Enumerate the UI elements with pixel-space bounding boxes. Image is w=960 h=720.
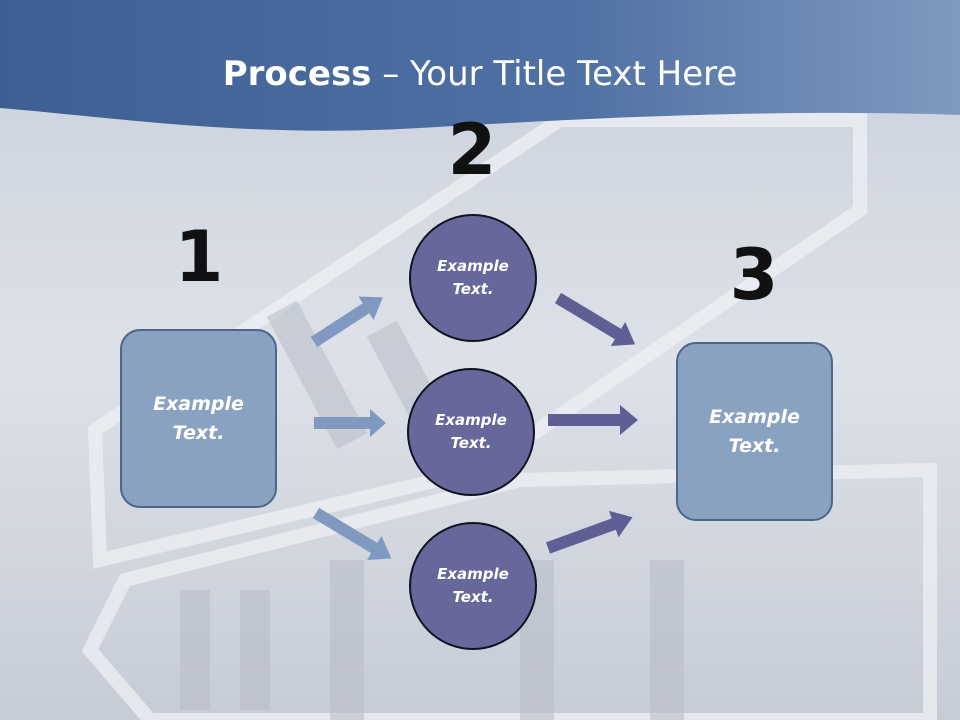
step-3-text: Example Text.: [709, 405, 800, 457]
step-number-3: 3: [729, 234, 779, 316]
title-bold: Process: [222, 54, 372, 94]
circle-middle: Example Text.: [407, 368, 535, 496]
arrow-top-circle-to-box: [554, 292, 636, 347]
title-rest: – Your Title Text Here: [371, 54, 738, 94]
circle-bottom: Example Text.: [409, 522, 537, 650]
step-3-box: Example Text.: [676, 342, 833, 521]
step-1-box: Example Text.: [120, 329, 277, 508]
step-1-text: Example Text.: [153, 392, 244, 444]
arrows-to-box: [545, 292, 638, 554]
circle-top-text: Example Text.: [437, 257, 509, 298]
arrow-box-to-middle-circle: [314, 409, 386, 437]
page-title: Process – Your Title Text Here: [0, 52, 960, 96]
step-number-2: 2: [447, 109, 497, 191]
arrow-box-to-top-circle: [310, 296, 383, 348]
arrow-bottom-circle-to-box: [545, 510, 633, 554]
arrows-from-box: [310, 296, 392, 561]
circle-middle-text: Example Text.: [435, 411, 507, 452]
circle-top: Example Text.: [409, 214, 537, 342]
circle-bottom-text: Example Text.: [437, 565, 509, 606]
background-sign-lettering: [180, 300, 684, 720]
step-number-1: 1: [174, 216, 224, 298]
arrow-middle-circle-to-box: [548, 405, 638, 435]
header-band: [0, 0, 960, 131]
arrow-box-to-bottom-circle: [312, 507, 392, 561]
